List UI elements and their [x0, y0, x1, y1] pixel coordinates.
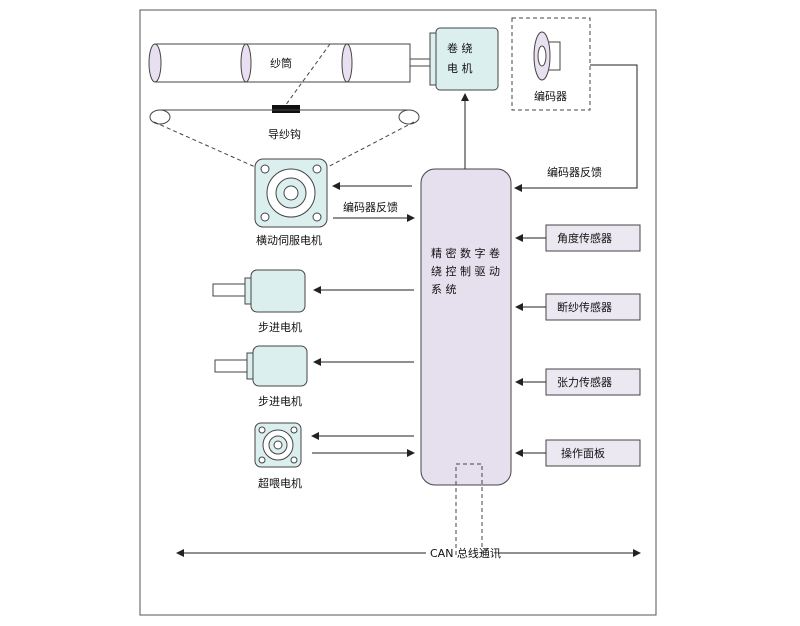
encoder-disc-inner	[537, 45, 547, 67]
controller-label-2: 绕 控 制 驱 动	[431, 264, 500, 278]
overfeed-motor-label: 超喂电机	[258, 476, 302, 490]
yarn-tube: 纱筒	[148, 43, 431, 83]
can-connector	[455, 463, 483, 555]
tension-sensor: 张力传感器	[545, 368, 641, 396]
stepper-motor-2-label: 步进电机	[258, 394, 302, 408]
stepper-motor-1: 步进电机	[212, 269, 306, 334]
traverse-servo-label: 横动伺服电机	[256, 233, 322, 247]
operation-panel: 操作面板	[545, 439, 641, 467]
winding-motor: 卷 绕 电 机	[429, 27, 499, 91]
yarn-tube-ring-1	[240, 43, 252, 83]
encoder-feedback-line	[514, 64, 638, 192]
angle-sensor-label: 角度传感器	[557, 231, 612, 245]
yarn-tube-left-end	[148, 43, 162, 83]
yarn-tube-label: 纱筒	[270, 56, 292, 70]
break-sensor-label: 断纱传感器	[557, 300, 612, 314]
controller: 精 密 数 字 卷 绕 控 制 驱 动 系 统	[420, 168, 512, 555]
guide-hook	[272, 105, 300, 113]
yarn-guide-label: 导纱钩	[268, 127, 301, 141]
encoder-feedback-top-label: 编码器反馈	[547, 165, 602, 179]
winding-motor-label-2: 电 机	[447, 61, 473, 75]
winding-motor-label-1: 卷 绕	[447, 41, 473, 55]
controller-label-3: 系 统	[431, 283, 457, 296]
overfeed-motor: 超喂电机	[254, 422, 302, 490]
tension-sensor-label: 张力传感器	[557, 376, 612, 389]
encoder: 编码器	[511, 17, 591, 111]
stepper-motor-2: 步进电机	[214, 345, 308, 408]
motor-shaft	[409, 58, 431, 67]
yarn-guide-right-pulley	[398, 109, 420, 125]
yarn-guide-left-pulley	[149, 109, 171, 125]
encoder-feedback-left-label: 编码器反馈	[343, 200, 398, 214]
operation-panel-label: 操作面板	[561, 446, 605, 460]
traverse-servo-motor: 横动伺服电机	[254, 158, 328, 247]
break-sensor: 断纱传感器	[545, 293, 641, 321]
yarn-guide: 导纱钩	[149, 43, 420, 171]
angle-sensor: 角度传感器	[545, 224, 641, 252]
stepper-motor-1-label: 步进电机	[258, 320, 302, 334]
controller-label-1: 精 密 数 字 卷	[431, 246, 500, 260]
can-bus-label: CAN 总线通讯	[430, 546, 501, 560]
yarn-tube-ring-2	[341, 43, 353, 83]
encoder-label: 编码器	[534, 89, 567, 103]
